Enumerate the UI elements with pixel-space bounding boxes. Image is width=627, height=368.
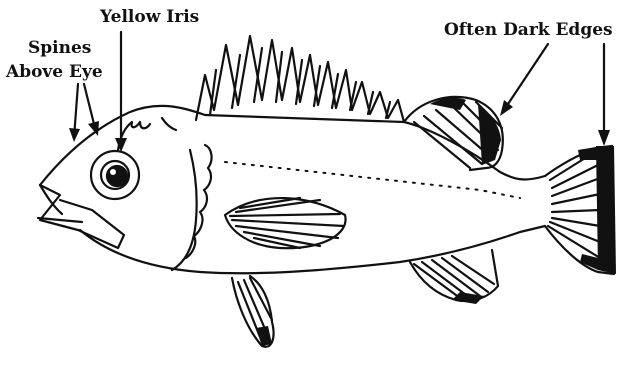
lateral-line — [225, 162, 520, 198]
spiny-dorsal-fin — [196, 36, 404, 122]
label-dark-edges: Often Dark Edges — [444, 22, 613, 39]
label-above-eye: Above Eye — [6, 64, 103, 81]
arrow-dorsal-edge — [504, 44, 548, 110]
pelvic-fin — [232, 276, 274, 347]
label-yellow-iris: Yellow Iris — [100, 9, 199, 26]
label-spines: Spines — [28, 40, 91, 57]
tail-fin — [545, 146, 616, 274]
pectoral-fin — [225, 198, 346, 248]
eye — [91, 151, 139, 199]
soft-dorsal-fin — [404, 97, 503, 170]
